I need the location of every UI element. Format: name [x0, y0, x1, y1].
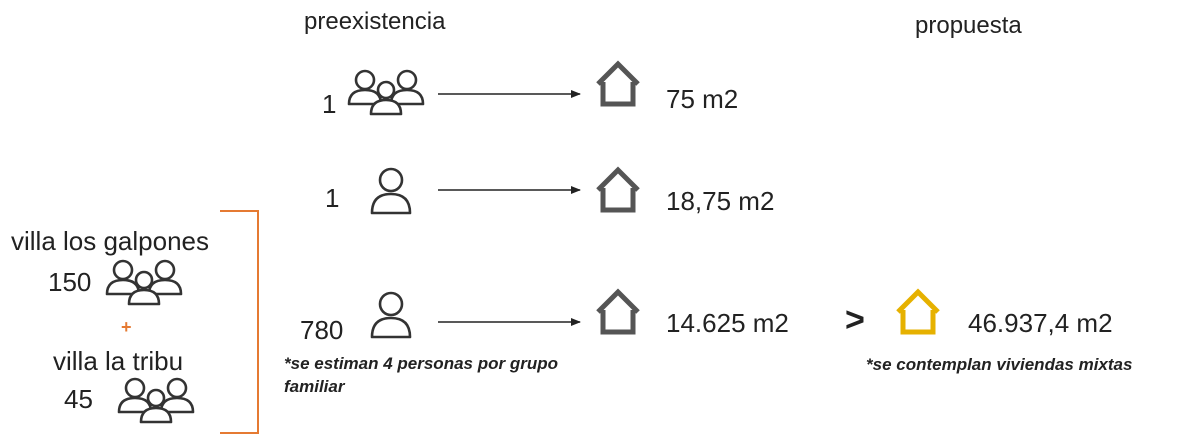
row3-area: 14.625 m2 — [666, 308, 789, 338]
row2-count: 1 — [325, 183, 340, 213]
villa-los-galpones-name: villa los galpones — [11, 226, 210, 256]
villa-la-tribu-count: 45 — [64, 384, 93, 414]
row3-note: *se estiman 4 personas por grupo familia… — [284, 354, 558, 396]
header-propuesta: propuesta — [915, 12, 1022, 39]
row2-area: 18,75 m2 — [666, 186, 775, 216]
villa-la-tribu-name: villa la tribu — [53, 346, 184, 376]
row1-count: 1 — [322, 89, 337, 119]
greater-than-sign: > — [845, 301, 865, 339]
proposal-area: 46.937,4 m2 — [968, 308, 1113, 338]
villa-los-galpones-count: 150 — [48, 267, 92, 297]
header-preexistencia: preexistencia — [304, 8, 446, 35]
proposal-note: *se contemplan viviendas mixtas — [866, 355, 1133, 374]
row3-count: 780 — [300, 315, 344, 345]
row1-area: 75 m2 — [666, 84, 739, 114]
plus-sign: + — [121, 317, 132, 337]
